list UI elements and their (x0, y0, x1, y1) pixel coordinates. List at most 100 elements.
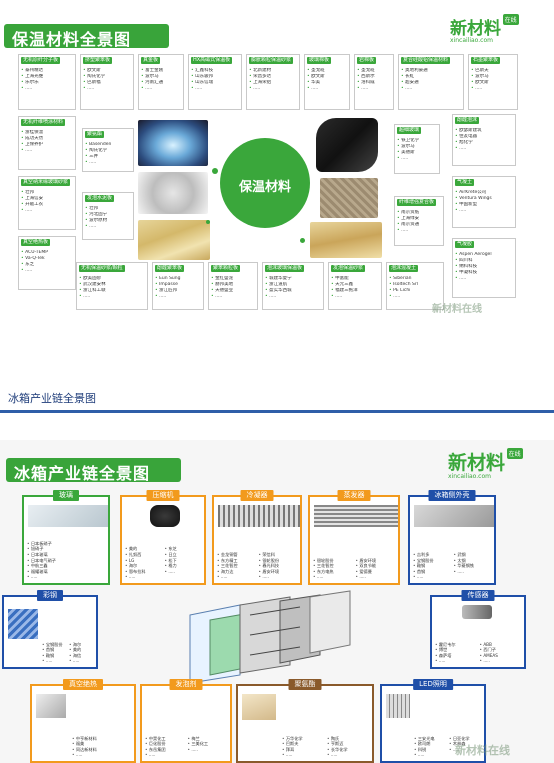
category-item: 天德盛业 (211, 288, 255, 294)
list-item: ..... (217, 574, 256, 580)
category-item: 赫邦美地 (211, 282, 255, 288)
box-title: 玻璃 (53, 490, 79, 501)
list-item: 荣信科 (259, 552, 298, 558)
panel1-title: 保温材料全景图 (12, 30, 132, 49)
list-item: ..... (69, 658, 93, 664)
logo-url: xincailiao.com (448, 473, 491, 480)
fridge-exploded-illustration (189, 590, 351, 684)
list-item: 银轮股份 (313, 558, 353, 564)
category-title: 超细玻璃 (397, 127, 422, 134)
list-item: 森萨塔 (435, 653, 477, 659)
category-item: ..... (191, 86, 239, 92)
category-item: 浙江科工联 (79, 288, 145, 294)
category-item: ..... (455, 208, 513, 214)
category-item: Impasse (155, 282, 201, 288)
list-item: 福美 (72, 741, 131, 747)
list-item: 首钢 (413, 569, 451, 575)
box-list: 万华化学 巴斯夫 拜耳 ..... 陶氏 亨斯迈 长华化学 ..... (282, 736, 369, 758)
shell-image (414, 505, 494, 527)
category-item: 陶氏化学 (83, 74, 131, 80)
box-title: 冷凝器 (240, 490, 274, 501)
category-item: Va-Q-Tek (21, 256, 73, 262)
category-item: 河北固宁 (85, 212, 131, 218)
category-item: 欧文斯 (83, 68, 131, 74)
category-box: 发泡水泥板 壮邦 河北固宁 波尔原材 ..... (82, 192, 134, 240)
category-box: 发泡保温砂浆 中富能 天元三鑫 福建三拖洋 ..... (328, 262, 382, 310)
category-title: HX高磁式保温板 (191, 57, 233, 64)
category-title: 酚醛泡沫 (455, 117, 480, 124)
category-title: 真空纳米缘玻璃砂浆 (21, 179, 71, 186)
panel1-logo: 新材料 在线 xincailiao.com (450, 14, 519, 44)
category-title: 气凝土 (455, 179, 475, 186)
component-box-glass: 玻璃 日本板硝子 旭硝子 日本玻璃 日本电气硝子 中航三鑫 福耀玻璃 ..... (22, 490, 110, 585)
box-title: 蒸发器 (337, 490, 371, 501)
category-title: 纤维增强复合板 (397, 199, 437, 206)
category-item: 波尔马 (141, 74, 181, 80)
list-item: 日本电气硝子 (27, 558, 105, 564)
category-item: 山东信瑞 (191, 80, 239, 86)
category-item: 波尔马 (397, 144, 437, 150)
list-item: ..... (313, 574, 353, 580)
pu-foam-image (242, 694, 276, 720)
list-item: 松下 (165, 558, 202, 564)
category-item: 浙桂保温 (21, 130, 73, 136)
list-item: 中亨新材料 (72, 736, 131, 742)
list-item: 日本板硝子 (27, 541, 105, 547)
category-item: ..... (21, 208, 73, 214)
list-item: 吉利多 (413, 552, 451, 558)
component-box-sensor: 传感器 霍尼韦尔 博世 森萨塔 ..... ABB 西门子 AMEAS ....… (430, 590, 526, 669)
category-item: 浙江匠邦 (155, 288, 201, 294)
category-title: 无机原纤分子板 (21, 57, 61, 64)
category-title: 挤塑聚苯板 (83, 57, 113, 64)
category-item: 武汉建安林 (79, 282, 145, 288)
list-item: ..... (282, 752, 324, 758)
category-item: 美德斯 (397, 150, 437, 156)
steel-sheet-image (8, 609, 38, 639)
list-item: 恩布拉科 (125, 569, 162, 575)
category-item: ..... (389, 294, 441, 300)
box-title: 传感器 (461, 590, 495, 601)
component-box-compressor: 压缩机 美的 扎努西 LG 海尔 恩布拉科 ..... 东芝 日立 松下 格力 … (120, 490, 206, 585)
category-item: 欧瑟斯建筑 (455, 128, 513, 134)
board-photo (320, 178, 378, 218)
decor-dot (206, 220, 210, 224)
category-box: 真空绝热板 ACU-TEMP Va-Q-Tek 东芝 ..... (18, 236, 76, 290)
category-title: 玻璃棉板 (307, 57, 332, 64)
category-item: 超安通 (401, 80, 461, 86)
vip-image (36, 694, 66, 718)
category-box: HX高磁式保温板 汇鑫科技 山东骏邦 山东信瑞 ..... (188, 54, 242, 110)
list-item: 中航三鑫 (27, 563, 105, 569)
category-item: 四川科 (455, 258, 513, 264)
wool-photo (310, 222, 382, 258)
foam-roll-photo (316, 118, 378, 172)
category-item: 山东骏邦 (191, 74, 239, 80)
category-item: ..... (79, 294, 145, 300)
category-item: AirKrete公司 (455, 190, 513, 196)
category-item: 上海绿安 (397, 216, 441, 222)
sensor-image (462, 605, 492, 619)
category-title: 真空绝热板 (21, 239, 51, 246)
category-box: 泡沫混凝土 Siberian Isoltech Srl PE Lichi ...… (386, 262, 444, 310)
category-item: 三井 (85, 154, 131, 160)
category-item: 欧美固砂 (79, 276, 145, 282)
list-item: 三美化工 (188, 741, 228, 747)
category-box: 岩棉板 圣戈班 西斯尔 洛科威 ..... (354, 54, 394, 110)
list-item: ABB (480, 642, 522, 648)
list-item: LG (125, 558, 162, 564)
category-box: 泡沫玻璃保温板 城建华夏宁 浙江道航 盈实华西城 ..... (262, 262, 324, 310)
list-item: 美的 (69, 647, 93, 653)
box-title: 冰箱侧外壳 (428, 490, 476, 501)
category-box: 真空纳米缘玻璃砂浆 壮邦 上海信安 开敞工农 ..... (18, 176, 76, 230)
box-list: 霍尼韦尔 博世 森萨塔 ..... ABB 西门子 AMEAS ..... (435, 642, 521, 664)
category-item: 住友电器 (455, 134, 513, 140)
list-item: 巨化股份 (145, 741, 185, 747)
box-title: 彩钢 (37, 590, 63, 601)
list-item: 武钢 (454, 552, 492, 558)
category-box: 无机保温砂浆/颗粒 欧美固砂 武汉建安林 浙江科工联 ..... (76, 262, 148, 310)
list-item: 博世 (435, 647, 477, 653)
category-item: ..... (455, 146, 513, 152)
list-item: 三花智控 (217, 563, 256, 569)
list-item: 三花智控 (313, 563, 353, 569)
category-title: 无机保温砂浆/颗粒 (79, 265, 125, 272)
category-box: 石墨聚苯板 巴斯夫 波尔马 欧文斯 ..... (468, 54, 518, 110)
